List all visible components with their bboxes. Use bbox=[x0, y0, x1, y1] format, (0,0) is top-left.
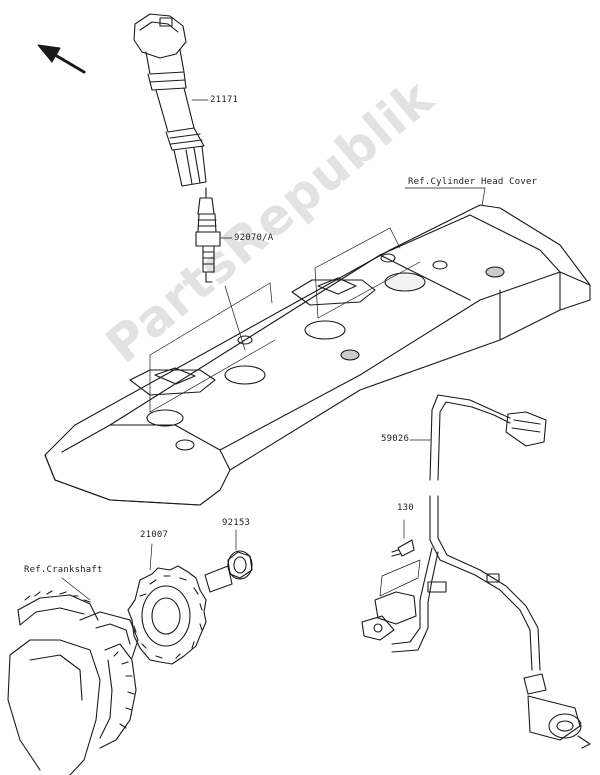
drive-gear bbox=[127, 543, 207, 665]
label-crankshaft-ref: Ref.Crankshaft bbox=[24, 565, 103, 575]
label-gear: 21007 bbox=[140, 530, 169, 540]
label-spark-plug: 92070/A bbox=[234, 233, 274, 243]
label-harness: 59026 bbox=[381, 434, 410, 444]
ignition-coil bbox=[133, 13, 207, 187]
label-cylinder-head-cover-ref: Ref.Cylinder Head Cover bbox=[408, 177, 538, 187]
flange-bolt bbox=[204, 529, 253, 593]
spark-plug bbox=[195, 187, 221, 283]
cylinder-head-cover bbox=[44, 204, 591, 506]
leader-lines bbox=[149, 187, 486, 441]
connector-bracket bbox=[361, 559, 421, 641]
label-ignition-coil: 21171 bbox=[210, 95, 239, 105]
small-bolt bbox=[391, 519, 415, 557]
direction-arrow-icon bbox=[37, 44, 86, 74]
label-small-bolt: 130 bbox=[397, 503, 414, 513]
crankshaft bbox=[7, 590, 139, 775]
label-flange-bolt: 92153 bbox=[222, 518, 251, 528]
wiring-harness bbox=[391, 394, 591, 749]
